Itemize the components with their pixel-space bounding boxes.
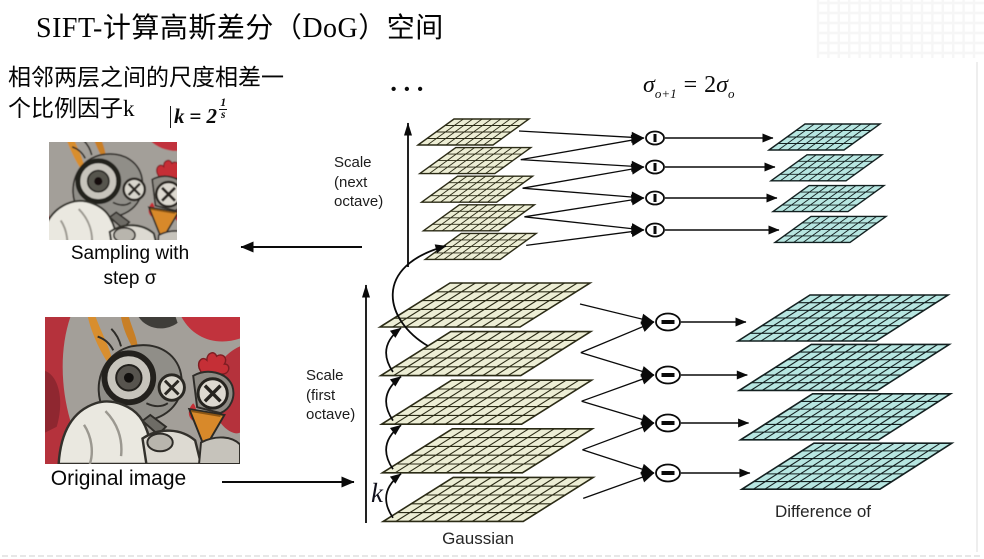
dog-layer-first-octave	[739, 442, 955, 491]
gaussian-to-minus-line	[522, 187, 645, 203]
gaussian-layer-next-octave	[419, 175, 535, 203]
difference-of-stack-label: Difference of	[774, 502, 872, 521]
gaussian-layer-first-octave	[377, 282, 593, 328]
dog-layer-next-octave	[768, 154, 885, 182]
k-step-arrow	[385, 424, 402, 470]
fraction-numerator: 1	[220, 97, 227, 109]
gaussian-to-minus-line	[518, 130, 645, 143]
sigma-equals: =	[683, 72, 698, 98]
gaussian-to-minus-line	[522, 163, 645, 189]
faint-corner-grid	[816, 0, 984, 58]
scale-next-line-3: octave)	[334, 193, 384, 210]
minus-node	[645, 222, 665, 238]
note-line-2: 个比例因子k	[8, 96, 135, 121]
minus-node	[655, 312, 681, 332]
sampling-caption: Sampling with step σ	[30, 241, 230, 291]
gaussian-layer-first-octave	[378, 330, 594, 377]
formula-k-base: 2	[206, 104, 217, 128]
octave-downsample-arrow	[391, 244, 447, 347]
original-caption-text: Original image	[50, 467, 187, 490]
minus-node	[655, 413, 681, 433]
sigma-coefficient: 2	[704, 72, 717, 98]
sigma-symbol: σ	[643, 72, 655, 98]
sigma-symbol-2: σ	[716, 72, 729, 98]
dog-layer-next-octave	[770, 184, 887, 213]
dog-layer-first-octave	[736, 343, 953, 392]
gaussian-to-minus-line	[582, 472, 655, 500]
gaussian-to-minus-line	[581, 374, 655, 402]
sampling-caption-line-2: step σ	[103, 268, 157, 289]
sampling-caption-line-1: Sampling with	[70, 243, 190, 264]
page-title: SIFT-计算高斯差分（DoG）空间	[36, 13, 444, 44]
formula-box-edge	[170, 105, 171, 128]
formula-k-equals: =	[189, 104, 202, 128]
fraction-denominator: s	[218, 109, 228, 121]
dog-layer-first-octave	[737, 392, 954, 441]
scale-first-line-3: octave)	[306, 406, 356, 423]
k-step-arrow	[385, 327, 402, 373]
sampled-image	[49, 142, 177, 240]
k-step-arrow	[385, 375, 402, 422]
gaussian-layer-next-octave	[421, 204, 537, 232]
gaussian-to-minus-line	[579, 303, 655, 325]
gaussian-layer-first-octave	[379, 427, 596, 474]
k-step-arrow	[385, 473, 402, 519]
minus-node	[655, 463, 681, 483]
gaussian-to-minus-line	[520, 134, 645, 161]
minus-node	[655, 365, 681, 385]
formula-k: k = 2 1 s	[170, 97, 228, 129]
gaussian-layer-first-octave	[378, 379, 595, 426]
minus-node	[645, 130, 665, 146]
scale-first-line-2: (first	[306, 386, 336, 404]
gaussian-to-minus-line	[520, 158, 645, 172]
gaussian-layer-next-octave	[415, 118, 532, 146]
original-image	[45, 317, 240, 464]
sigma-subscript-2: o	[728, 85, 735, 101]
minus-node	[645, 159, 665, 175]
formula-sigma: σo+1=2σo	[643, 72, 735, 102]
note-text: 相邻两层之间的尺度相差一 个比例因子k	[8, 62, 284, 124]
scale-first-line-1: Scale	[306, 367, 344, 384]
gaussian-stack-label: Gaussian	[442, 529, 514, 548]
scale-first-octave-label: Scale (first octave)	[306, 366, 355, 425]
k-scale-factor-label: k	[371, 478, 383, 508]
minus-node	[645, 190, 665, 206]
note-line-1: 相邻两层之间的尺度相差一	[8, 65, 284, 90]
gaussian-layer-next-octave	[423, 232, 539, 261]
gaussian-to-minus-line	[580, 321, 655, 354]
formula-k-exponent-fraction: 1 s	[218, 97, 228, 121]
gaussian-to-minus-line	[526, 226, 645, 247]
gaussian-layer-first-octave	[380, 476, 596, 523]
dog-layer-next-octave	[766, 123, 883, 151]
gaussian-to-minus-line	[524, 194, 645, 218]
gaussian-to-minus-line	[524, 216, 645, 235]
gaussian-to-minus-line	[580, 351, 655, 377]
dog-layer-next-octave	[772, 215, 889, 244]
ellipsis-dots: •••	[391, 81, 431, 98]
gaussian-to-minus-line	[582, 449, 655, 475]
dog-layer-first-octave	[735, 294, 951, 342]
gaussian-to-minus-line	[582, 422, 655, 451]
scale-next-octave-label: Scale (next octave)	[334, 153, 383, 212]
gaussian-to-minus-line	[581, 400, 655, 425]
original-image-caption: Original image	[16, 466, 221, 491]
formula-k-lhs: k	[174, 104, 185, 128]
gaussian-layer-next-octave	[417, 146, 533, 175]
sigma-subscript: o+1	[654, 85, 677, 101]
scale-next-line-2: (next	[334, 173, 368, 191]
scale-next-line-1: Scale	[334, 154, 372, 171]
